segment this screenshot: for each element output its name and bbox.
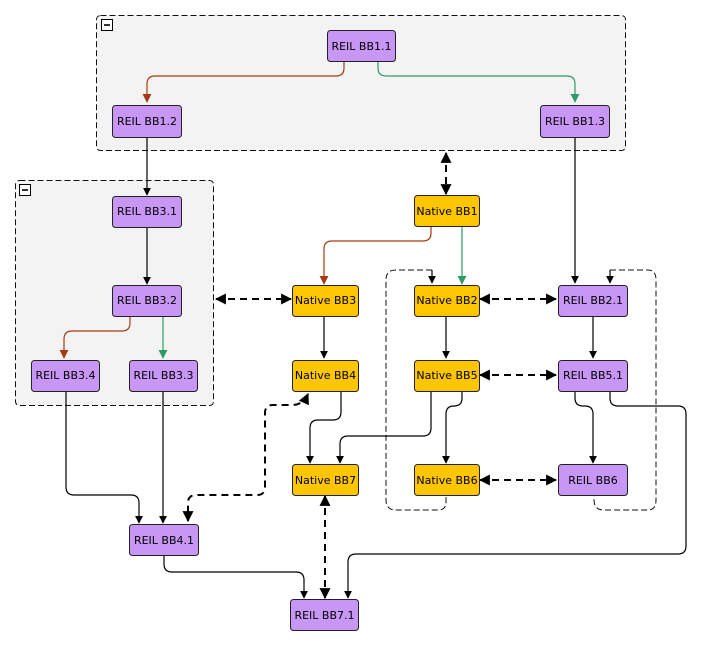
group-reil-bb1-collapse-button[interactable]	[101, 19, 113, 31]
edge-native-bb5-to-bb7	[336, 392, 432, 464]
node-reil-bb7-1[interactable]: REIL BB7.1	[290, 599, 359, 631]
edge-bb1-1-to-bb1-3	[377, 62, 580, 103]
node-label: Native BB3	[295, 294, 356, 307]
group-reil-bb2-region	[593, 269, 657, 511]
node-label: Native BB1	[416, 205, 477, 218]
node-label: Native BB6	[416, 474, 477, 487]
node-label: REIL BB1.2	[117, 115, 177, 128]
node-native-bb2[interactable]: Native BB2	[414, 285, 480, 317]
node-reil-bb5-1[interactable]: REIL BB5.1	[558, 360, 628, 392]
node-label: REIL BB3.1	[117, 205, 177, 218]
group-reil-bb3-collapse-button[interactable]	[19, 184, 31, 196]
node-reil-bb3-1[interactable]: REIL BB3.1	[112, 196, 182, 228]
node-native-bb1[interactable]: Native BB1	[414, 195, 480, 227]
node-label: Native BB7	[295, 474, 356, 487]
edge-native-bb4-to-bb7	[306, 392, 342, 464]
node-label: REIL BB1.1	[331, 40, 391, 53]
node-reil-bb3-4[interactable]: REIL BB3.4	[31, 360, 100, 392]
edge-bb4-1-to-bb7-1	[163, 556, 308, 599]
node-label: Native BB4	[295, 369, 356, 382]
node-label: REIL BB3.2	[117, 294, 177, 307]
node-label: REIL BB3.3	[133, 369, 193, 382]
edge-bb3-2-to-bb3-4	[59, 317, 131, 359]
edge-bb1-1-to-bb1-2	[142, 62, 345, 103]
edge-native-bb5-to-bb6	[442, 392, 463, 464]
link-native-bb4-reil-bb4-1	[182, 392, 309, 523]
node-label: REIL BB3.4	[35, 369, 95, 382]
node-reil-bb2-1[interactable]: REIL BB2.1	[558, 285, 628, 317]
node-native-bb7[interactable]: Native BB7	[292, 464, 359, 496]
node-reil-bb4-1[interactable]: REIL BB4.1	[129, 524, 199, 556]
node-label: Native BB5	[416, 369, 477, 382]
group-native-bb2-region	[385, 269, 447, 511]
node-label: REIL BB4.1	[134, 534, 194, 547]
node-reil-bb1-2[interactable]: REIL BB1.2	[112, 105, 182, 138]
node-reil-bb3-3[interactable]: REIL BB3.3	[129, 360, 198, 392]
node-native-bb3[interactable]: Native BB3	[292, 285, 359, 317]
node-label: REIL BB6	[568, 474, 618, 487]
node-native-bb6[interactable]: Native BB6	[414, 464, 480, 496]
node-reil-bb1-1[interactable]: REIL BB1.1	[327, 30, 396, 62]
node-reil-bb3-2[interactable]: REIL BB3.2	[112, 285, 182, 317]
edge-bb5-1-to-bb6	[574, 392, 597, 464]
edge-bb5-1-to-bb7-1	[344, 392, 687, 599]
edge-bb3-4-to-bb4-1	[65, 392, 143, 524]
node-native-bb4[interactable]: Native BB4	[292, 360, 359, 392]
node-label: REIL BB5.1	[563, 369, 623, 382]
node-native-bb5[interactable]: Native BB5	[414, 360, 480, 392]
node-reil-bb1-3[interactable]: REIL BB1.3	[540, 105, 610, 138]
node-label: REIL BB1.3	[545, 115, 605, 128]
group-reil-bb1	[96, 15, 626, 151]
node-label: REIL BB7.1	[294, 609, 354, 622]
node-label: Native BB2	[416, 294, 477, 307]
node-label: REIL BB2.1	[563, 294, 623, 307]
edge-native-bb1-to-bb3	[319, 227, 432, 285]
node-reil-bb6[interactable]: REIL BB6	[558, 464, 628, 496]
